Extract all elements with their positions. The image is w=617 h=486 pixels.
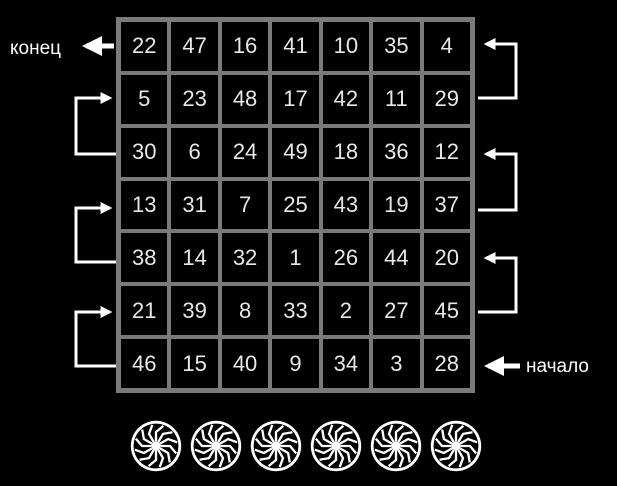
grid-cell: 41 (272, 22, 319, 71)
grid-cell: 15 (171, 339, 218, 388)
grid-cell: 17 (272, 74, 319, 124)
grid-cell: 4 (423, 22, 470, 71)
grid-cell: 1 (272, 233, 319, 283)
grid-cell: 25 (272, 180, 319, 230)
black-sun-icon (430, 420, 482, 472)
grid-cell: 11 (373, 74, 420, 124)
black-sun-row (128, 418, 484, 474)
grid-cell: 19 (373, 180, 420, 230)
black-sun-icon (130, 420, 182, 472)
grid-cell: 29 (423, 74, 470, 124)
grid-cell: 5 (121, 74, 168, 124)
grid-cell: 13 (121, 180, 168, 230)
grid-cell: 14 (171, 233, 218, 283)
grid-cell: 10 (322, 22, 370, 71)
end-label: конец (10, 38, 62, 59)
black-sun-icon (370, 420, 422, 472)
grid-cell: 9 (272, 339, 319, 388)
right-connector-arrow-icon (478, 252, 518, 314)
black-sun-icon (250, 420, 302, 472)
grid-cell: 3 (373, 339, 420, 388)
grid-cell: 37 (423, 180, 470, 230)
grid-cell: 32 (221, 233, 269, 283)
left-connector-arrow-icon (74, 306, 116, 368)
grid-cell: 7 (221, 180, 269, 230)
grid-cell: 26 (322, 233, 370, 283)
grid-cell: 2 (322, 286, 370, 336)
grid-cell: 48 (221, 74, 269, 124)
grid-cell: 30 (121, 127, 168, 177)
grid-cell: 22 (121, 22, 168, 71)
left-connector-arrow-icon (74, 92, 116, 156)
grid-cell: 46 (121, 339, 168, 388)
grid-cell: 35 (373, 22, 420, 71)
start-label: начало (526, 356, 589, 377)
grid-cell: 33 (272, 286, 319, 336)
grid-cell: 49 (272, 127, 319, 177)
grid-cell: 16 (221, 22, 269, 71)
grid-cell: 39 (171, 286, 218, 336)
grid-cell: 34 (322, 339, 370, 388)
black-sun-icon (310, 420, 362, 472)
grid-cell: 40 (221, 339, 269, 388)
grid-cell: 38 (121, 233, 168, 283)
grid-cell: 36 (373, 127, 420, 177)
grid-cell: 47 (171, 22, 218, 71)
grid-cell: 24 (221, 127, 269, 177)
grid-cell: 31 (171, 180, 218, 230)
grid-cell: 8 (221, 286, 269, 336)
black-sun-icon (190, 420, 242, 472)
right-connector-arrow-icon (478, 38, 518, 100)
grid-cell: 12 (423, 127, 470, 177)
grid-cell: 6 (171, 127, 218, 177)
grid-cell: 28 (423, 339, 470, 388)
grid-cell: 23 (171, 74, 218, 124)
grid-cell: 21 (121, 286, 168, 336)
grid-cell: 20 (423, 233, 470, 283)
grid-cell: 45 (423, 286, 470, 336)
grid-cell: 27 (373, 286, 420, 336)
grid-cell: 43 (322, 180, 370, 230)
right-connector-arrow-icon (478, 148, 518, 212)
grid-cell: 18 (322, 127, 370, 177)
left-connector-arrow-icon (74, 202, 116, 264)
grid-cell: 44 (373, 233, 420, 283)
grid-cell: 42 (322, 74, 370, 124)
